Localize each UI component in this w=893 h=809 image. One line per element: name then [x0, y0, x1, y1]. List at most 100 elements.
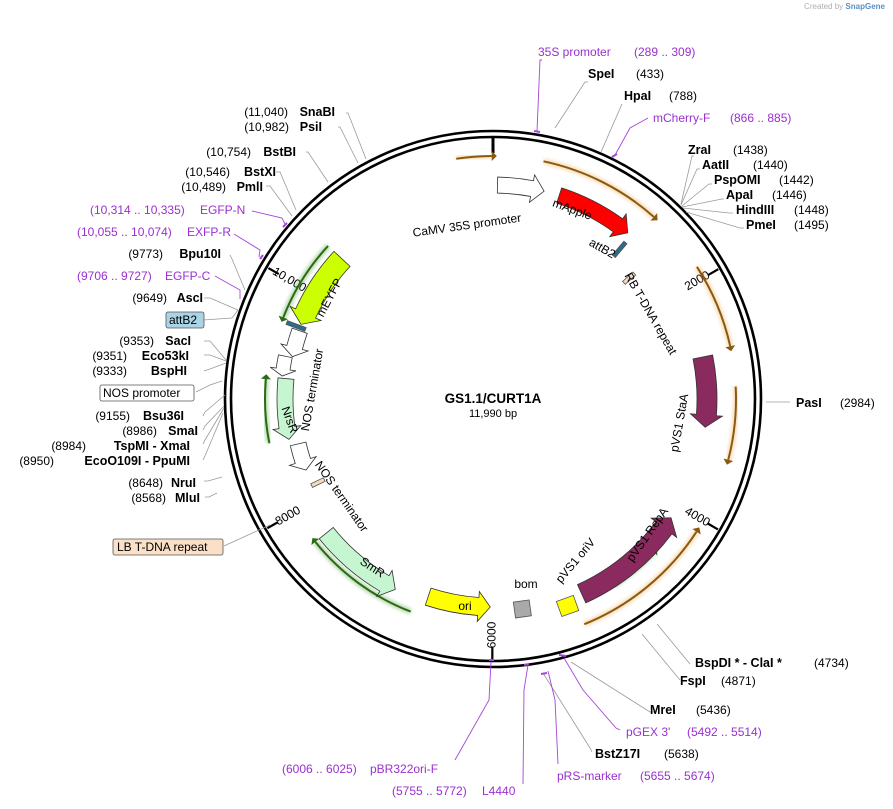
- site-bstbi: (10,754)BstBI: [206, 145, 296, 159]
- svg-text:Bsu36I: Bsu36I: [143, 409, 184, 423]
- svg-text:(8648): (8648): [128, 476, 163, 490]
- site-hindiii: HindIII(1448): [736, 203, 829, 217]
- svg-text:PasI: PasI: [796, 396, 822, 410]
- svg-text:mCherry-F: mCherry-F: [653, 111, 710, 125]
- tick-label: 6000: [485, 621, 499, 648]
- svg-text:Bpu10I: Bpu10I: [179, 247, 221, 261]
- site-mluI: (8568) MluI: [131, 491, 200, 505]
- svg-text:(10,982): (10,982): [244, 120, 289, 134]
- svg-text:SmaI: SmaI: [168, 424, 198, 438]
- site-mreI: MreI(5436): [650, 703, 731, 717]
- svg-text:(9351): (9351): [92, 349, 127, 363]
- primer-l4440: (5755 .. 5772)L4440: [392, 784, 516, 798]
- feature-label: bom: [514, 577, 537, 591]
- svg-text:(5436): (5436): [696, 703, 731, 717]
- site-bspdi-clai: BspDI * - ClaI * (4734): [695, 656, 849, 670]
- site-nruI: (8648)NruI: [128, 476, 196, 490]
- svg-text:SacI: SacI: [165, 334, 191, 348]
- site-smaI: (8986) SmaI: [122, 424, 198, 438]
- svg-text:pRS-marker: pRS-marker: [557, 769, 622, 783]
- svg-text:pGEX 3': pGEX 3': [626, 725, 670, 739]
- svg-text:AscI: AscI: [177, 291, 203, 305]
- svg-text:BspDI * - ClaI *: BspDI * - ClaI *: [695, 656, 782, 670]
- svg-text:(9333): (9333): [92, 364, 127, 378]
- svg-text:BstXI: BstXI: [244, 165, 276, 179]
- svg-text:FspI: FspI: [680, 674, 706, 688]
- svg-text:(9773): (9773): [128, 247, 163, 261]
- svg-text:(9706 .. 9727): (9706 .. 9727): [77, 269, 152, 283]
- svg-text:EXFP-R: EXFP-R: [187, 225, 231, 239]
- svg-text:(10,754): (10,754): [206, 145, 251, 159]
- tick-mark: [707, 522, 719, 531]
- svg-text:EGFP-C: EGFP-C: [165, 269, 211, 283]
- site-bstxi: (10,546)BstXI: [185, 165, 276, 179]
- svg-text:PspOMI: PspOMI: [714, 173, 761, 187]
- feature-pvs1-staa: [689, 354, 724, 428]
- site-ecoo109i: (8950)EcoO109I - PpuMI: [19, 454, 190, 468]
- site-bpu10i: (9773) Bpu10I: [128, 247, 221, 261]
- primer-egfp-c: (9706 .. 9727) EGFP-C: [77, 269, 211, 283]
- primer-35s-promoter: 35S promoter(289 .. 309): [538, 45, 695, 59]
- svg-text:(1442): (1442): [779, 173, 814, 187]
- svg-text:SnaBI: SnaBI: [300, 105, 335, 119]
- site-tspmi: (8984) TspMI - XmaI: [51, 439, 190, 453]
- svg-text:(10,314 .. 10,335): (10,314 .. 10,335): [90, 203, 185, 217]
- tick-label: 8000: [273, 503, 303, 529]
- svg-text:(2984): (2984): [840, 396, 875, 410]
- site-eco53ki: (9351)Eco53kI: [92, 349, 189, 363]
- svg-text:HpaI: HpaI: [624, 89, 651, 103]
- svg-text:MluI: MluI: [175, 491, 200, 505]
- svg-text:(8986): (8986): [122, 424, 157, 438]
- svg-text:EcoO109I - PpuMI: EcoO109I - PpuMI: [84, 454, 190, 468]
- site-aatII: AatII(1440): [702, 158, 788, 172]
- feature-pvs1-oriv: [555, 594, 580, 618]
- primer-pbr322ori-f: (6006 .. 6025) pBR322ori-F: [282, 762, 438, 776]
- feature-pvs1-repa: [576, 517, 678, 604]
- feature-bom: [512, 599, 532, 619]
- orf-arc: [583, 527, 701, 627]
- svg-text:(8984): (8984): [51, 439, 86, 453]
- svg-text:(8568): (8568): [131, 491, 166, 505]
- svg-text:(6006 .. 6025): (6006 .. 6025): [282, 762, 357, 776]
- feature-meyfp: [289, 250, 351, 325]
- boxed-label-attb2: attB2: [165, 311, 205, 329]
- svg-text:PmeI: PmeI: [746, 218, 776, 232]
- tick-mark: [707, 268, 719, 277]
- primer-prs-marker: pRS-marker(5655 .. 5674): [557, 769, 715, 783]
- feature-label: NOS terminator: [298, 348, 326, 433]
- feature-lb-repeat: [310, 477, 326, 488]
- feature-camv-35s: [496, 173, 545, 204]
- svg-text:(9353): (9353): [119, 334, 154, 348]
- boxed-label-lb-repeat: LB T-DNA repeat: [112, 538, 224, 556]
- site-hpaI: HpaI(788): [624, 89, 697, 103]
- feature-ori: [424, 587, 491, 623]
- feature-label: RB T-DNA repeat: [622, 270, 681, 358]
- svg-text:TspMI - XmaI: TspMI - XmaI: [114, 439, 190, 453]
- snapgene-credit: Created by SnapGene: [804, 2, 885, 11]
- svg-text:AatII: AatII: [702, 158, 729, 172]
- svg-text:EGFP-N: EGFP-N: [200, 203, 245, 217]
- svg-text:(10,489): (10,489): [181, 180, 226, 194]
- svg-text:(4734): (4734): [814, 656, 849, 670]
- site-bstz17I: BstZ17I(5638): [595, 747, 699, 761]
- svg-text:ZraI: ZraI: [688, 143, 711, 157]
- feature-label: pVS1 StaA: [667, 393, 691, 453]
- svg-text:(4871): (4871): [721, 674, 756, 688]
- primer-pgex3: pGEX 3'(5492 .. 5514): [626, 725, 762, 739]
- svg-text:(5638): (5638): [664, 747, 699, 761]
- svg-text:(10,055 .. 10,074): (10,055 .. 10,074): [77, 225, 172, 239]
- svg-text:LB T-DNA repeat: LB T-DNA repeat: [117, 540, 208, 554]
- feature-nos-term-1: [279, 327, 310, 358]
- primer-exfp-r: (10,055 .. 10,074) EXFP-R: [77, 225, 231, 239]
- feature-label: attB2: [587, 235, 619, 261]
- svg-text:SpeI: SpeI: [588, 67, 614, 81]
- svg-text:pBR322ori-F: pBR322ori-F: [370, 762, 438, 776]
- svg-text:35S promoter: 35S promoter: [538, 45, 611, 59]
- site-fspI: FspI (4871): [680, 674, 756, 688]
- svg-text:(433): (433): [636, 67, 664, 81]
- feature-rb-repeat: [622, 271, 637, 285]
- primer-egfp-n: (10,314 .. 10,335) EGFP-N: [90, 203, 245, 217]
- site-ascI: (9649)AscI: [132, 291, 203, 305]
- feature-label: NOS terminator: [312, 458, 371, 534]
